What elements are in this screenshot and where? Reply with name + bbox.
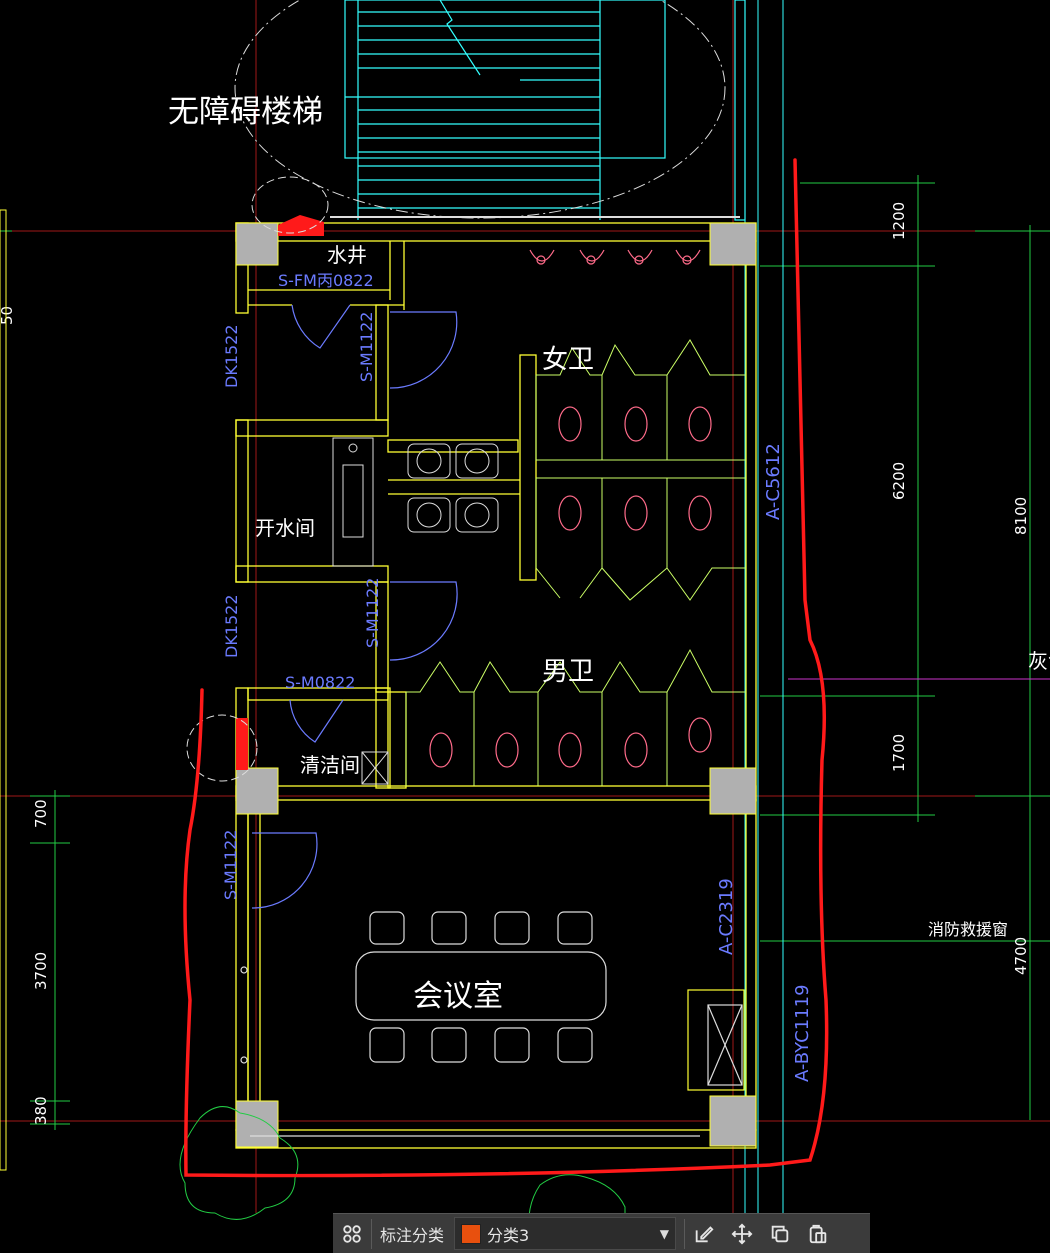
boiler-label: 开水间 bbox=[255, 516, 315, 540]
dim-right-1: 1200 bbox=[890, 202, 908, 240]
meeting-label: 会议室 bbox=[413, 979, 503, 1014]
red-markup-outline bbox=[183, 158, 829, 1178]
left-wall-strip bbox=[0, 209, 7, 1171]
boiler-equipment bbox=[332, 437, 374, 567]
door-m0822-label: S-M0822 bbox=[285, 673, 355, 692]
women-label: 女卫 bbox=[542, 345, 594, 375]
toolbar-separator bbox=[371, 1218, 372, 1249]
door-swings bbox=[251, 304, 458, 909]
window-c5612-label: A-C5612 bbox=[763, 443, 784, 520]
edit-icon bbox=[695, 1225, 714, 1242]
copy-button[interactable] bbox=[761, 1214, 799, 1253]
cleaning-label: 清洁间 bbox=[300, 753, 360, 777]
door-m1122-b-label: S-M1122 bbox=[363, 578, 382, 648]
grid-button[interactable] bbox=[333, 1214, 371, 1253]
stair-label: 无障碍楼梯 bbox=[168, 94, 323, 130]
landscape-trees bbox=[179, 1106, 626, 1238]
chevron-down-icon: ▼ bbox=[659, 1226, 670, 1241]
axis-lines bbox=[0, 0, 1050, 1213]
edit-button[interactable] bbox=[685, 1214, 723, 1253]
dim-far-right-1: 8100 bbox=[1012, 497, 1030, 535]
paste-button[interactable] bbox=[799, 1214, 837, 1253]
rescue-window-label: 消防救援窗 bbox=[928, 920, 1008, 939]
stair-clearance-circle bbox=[234, 0, 726, 219]
category-color-swatch bbox=[461, 1223, 482, 1244]
wash-basins bbox=[407, 443, 499, 533]
conference-furniture bbox=[240, 911, 700, 1137]
dk-lower-label: DK1522 bbox=[222, 594, 241, 658]
category-select-value: 分类3 bbox=[487, 1225, 530, 1245]
dimension-lines bbox=[0, 175, 1050, 1130]
dim-far-right-2: 4700 bbox=[1012, 937, 1030, 975]
men-label: 男卫 bbox=[542, 657, 594, 687]
door-m1122-c-label: S-M1122 bbox=[221, 830, 240, 900]
curtain-wall-lines bbox=[744, 0, 784, 1213]
paste-icon bbox=[809, 1224, 827, 1243]
structural-columns bbox=[235, 222, 757, 1148]
squat-toilets bbox=[429, 249, 712, 768]
annotation-toolbar: 标注分类 分类3 ▼ bbox=[333, 1213, 870, 1253]
shaft-label: 水井 bbox=[327, 243, 367, 267]
window-c2319-label: A-C2319 bbox=[716, 878, 737, 955]
dim-right-2: 6200 bbox=[890, 462, 908, 500]
fire-symbols bbox=[186, 176, 329, 782]
copy-icon bbox=[771, 1225, 789, 1242]
door-fm-label: S-FM丙0822 bbox=[278, 271, 374, 290]
window-byc-label: A-BYC1119 bbox=[792, 984, 813, 1082]
dim-left-2: 3700 bbox=[32, 952, 50, 990]
stair-block bbox=[344, 0, 746, 221]
partial-text-label: 灰色 bbox=[1028, 649, 1050, 673]
toilet-cubicles bbox=[405, 339, 745, 786]
dim-left-1: 700 bbox=[32, 799, 50, 828]
dim-left-edge: 50 bbox=[0, 306, 16, 325]
toolbar-separator bbox=[684, 1218, 686, 1249]
door-m1122-a-label: S-M1122 bbox=[357, 312, 376, 382]
category-label: 标注分类 bbox=[380, 1225, 445, 1245]
category-select[interactable]: 分类3 ▼ bbox=[454, 1217, 677, 1250]
grid-icon bbox=[343, 1224, 361, 1243]
dk-upper-label: DK1522 bbox=[222, 324, 241, 388]
move-button[interactable] bbox=[723, 1214, 761, 1253]
dim-left-3: 380 bbox=[32, 1096, 50, 1125]
mop-sink bbox=[361, 751, 389, 785]
fire-hydrant-cabinet bbox=[687, 989, 745, 1091]
dim-right-3: 1700 bbox=[890, 734, 908, 772]
move-icon bbox=[731, 1223, 753, 1244]
